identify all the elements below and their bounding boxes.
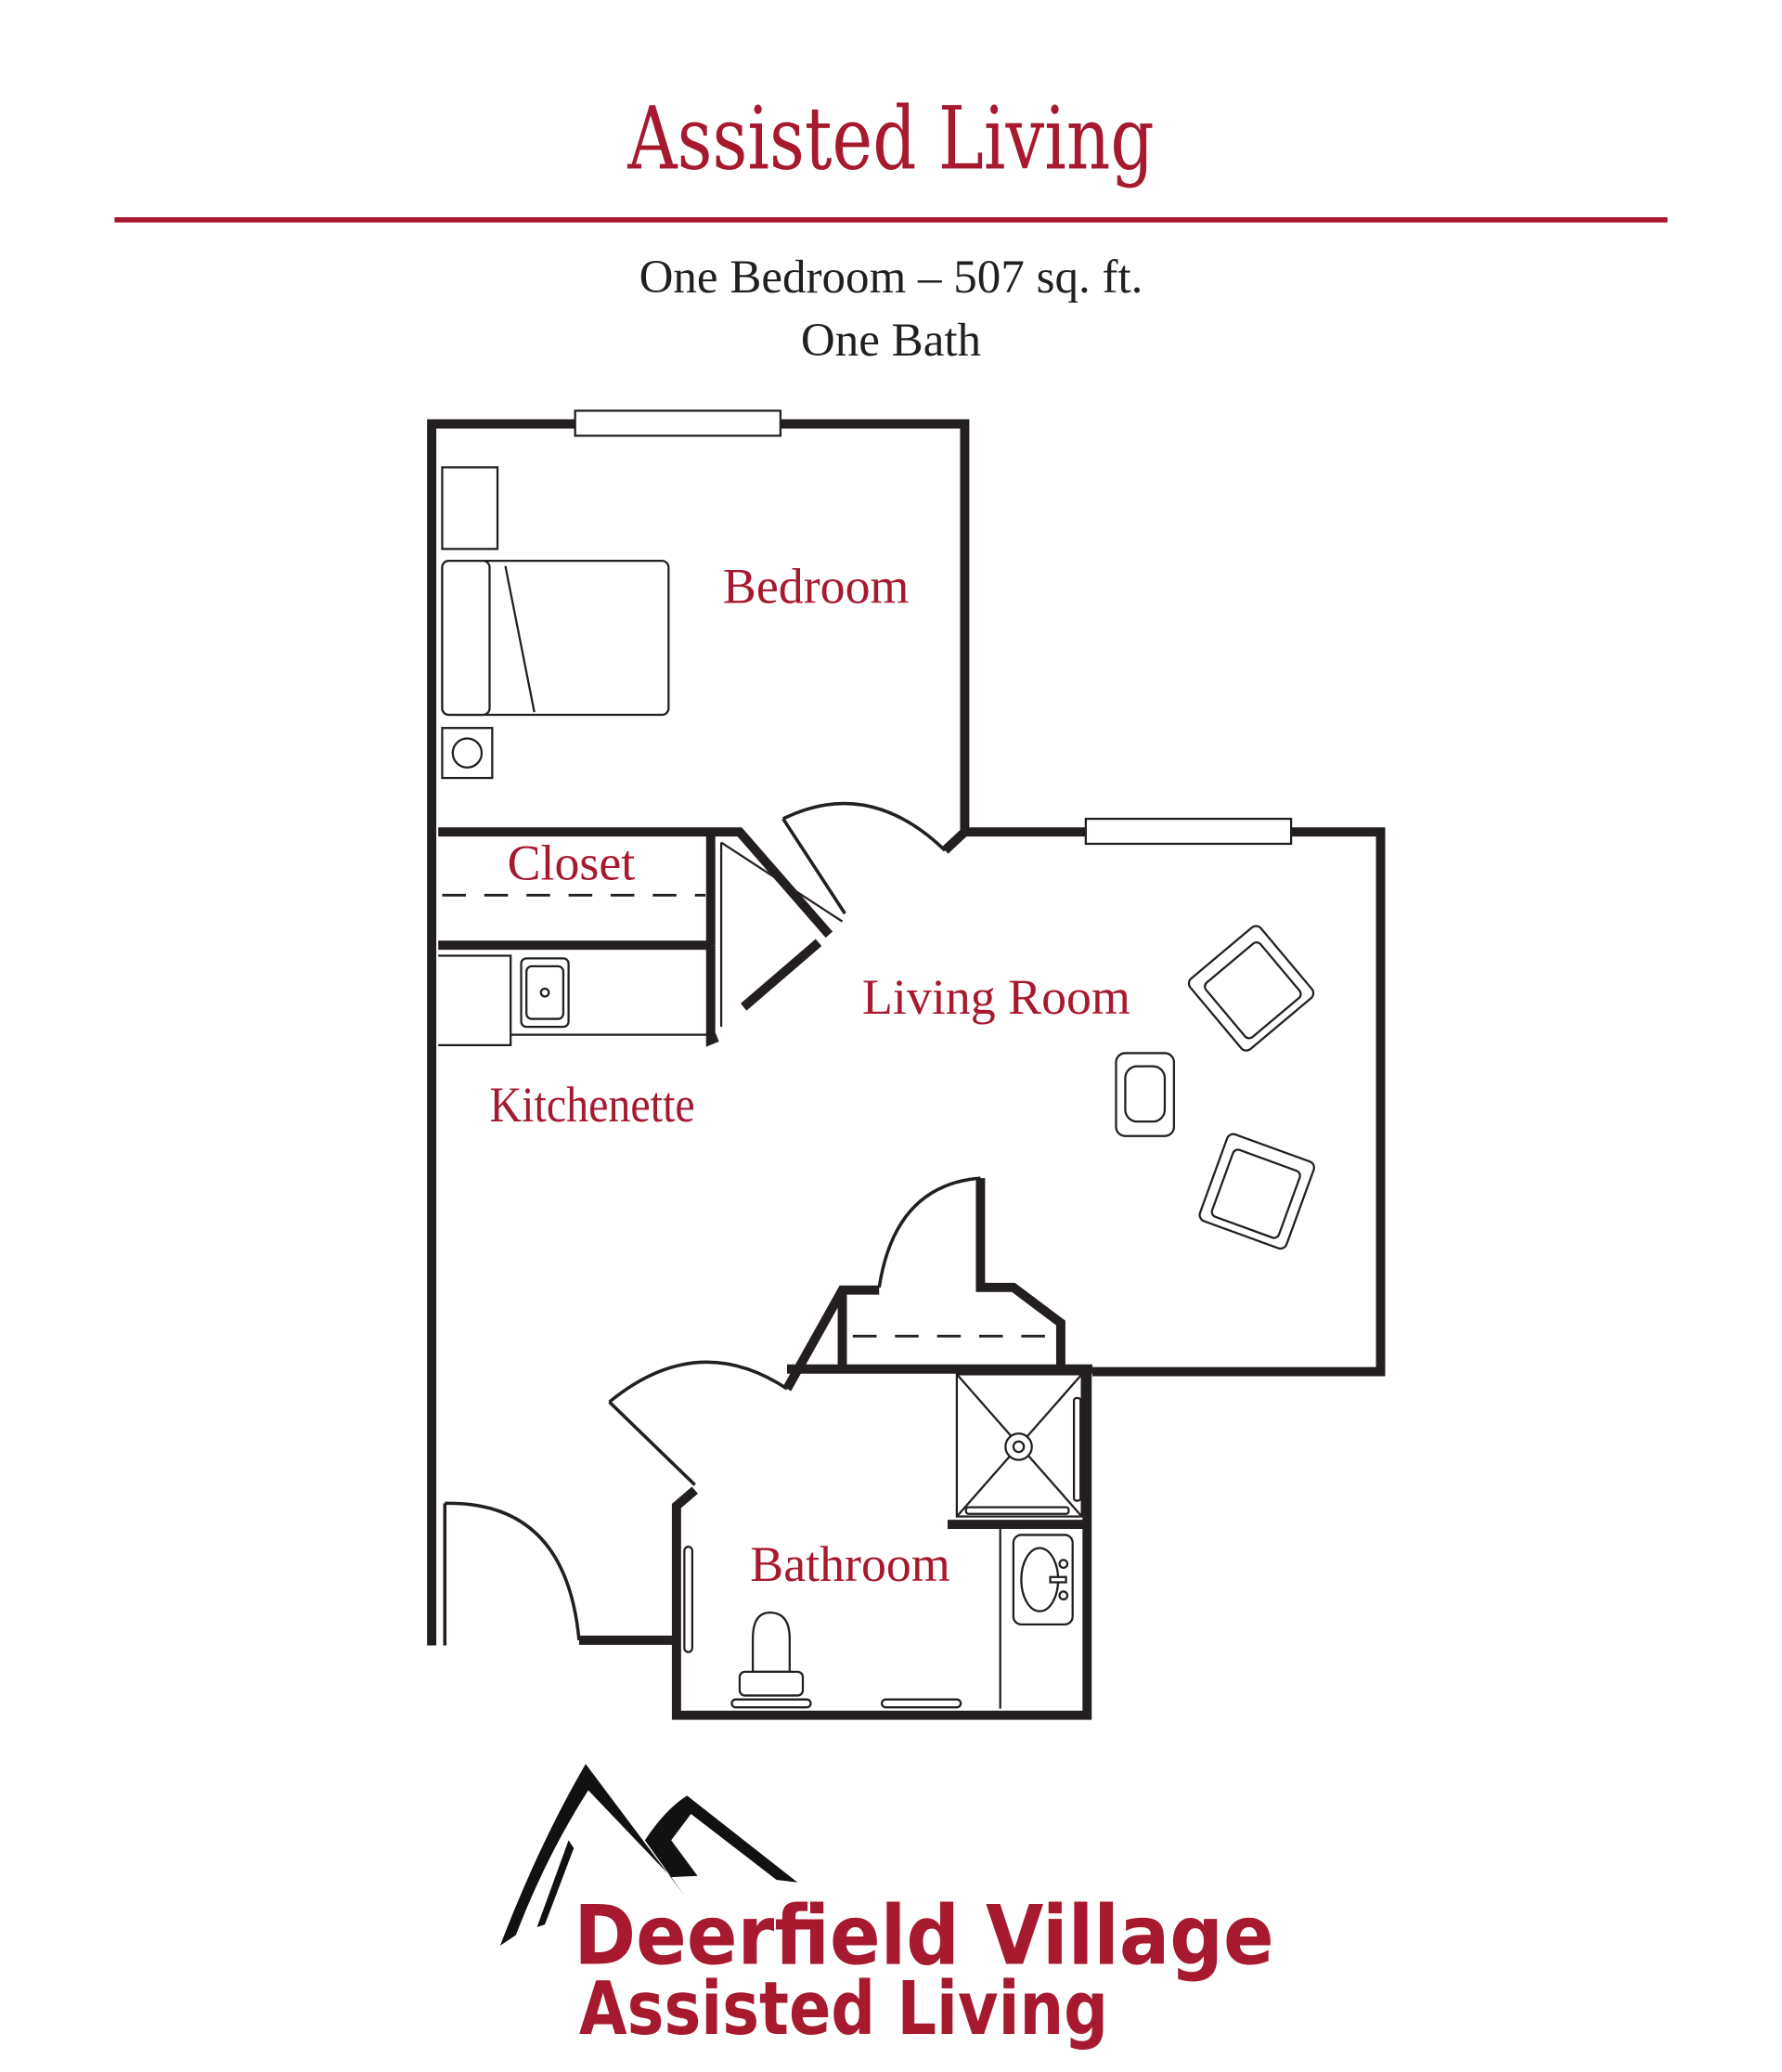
wall-hall-closet [782, 1178, 1065, 1392]
floor-plan: Bedroom Closet Kitchenette Living Room B… [427, 409, 1386, 1720]
grab-bar-left [683, 1546, 694, 1653]
label-closet: Closet [508, 835, 636, 890]
faucet-knob-2 [1058, 1590, 1069, 1601]
page-title: Assisted Living [627, 89, 1155, 190]
wall-closet-top [438, 827, 833, 939]
unit-size: One Bedroom – 507 sq. ft. [639, 252, 1143, 304]
lamp-icon [451, 737, 484, 769]
label-bedroom: Bedroom [723, 558, 910, 614]
armchair-1 [1187, 925, 1315, 1052]
mountain-logo-icon [499, 1764, 798, 1946]
armchair-2 [1198, 1133, 1315, 1250]
entry-door [443, 1501, 581, 1646]
logo: Deerfield Village Assisted Living [499, 1764, 1274, 2052]
wall-bathroom-outer [671, 1366, 1092, 1720]
wall-kitchen [705, 939, 822, 1047]
shower-drain-center [1012, 1440, 1026, 1454]
kitchen-counter [438, 954, 711, 1047]
grab-bar-bottom [880, 1698, 962, 1709]
faucet-knob-1 [1058, 1559, 1069, 1570]
bedroom-door [781, 801, 947, 915]
title-divider [114, 216, 1668, 223]
toilet-bowl [751, 1611, 791, 1674]
side-table-top [1124, 1065, 1167, 1123]
logo-line-2: Assisted Living [579, 1965, 1108, 2052]
label-bathroom: Bathroom [750, 1536, 950, 1592]
kitchen-drain-icon [539, 987, 550, 998]
faucet-icon [1049, 1575, 1067, 1584]
dresser [441, 466, 499, 550]
toilet-tank [738, 1670, 805, 1697]
closet-door-frame [719, 841, 844, 1028]
bathroom-door [608, 1360, 788, 1486]
label-kitchenette: Kitchenette [490, 1077, 695, 1133]
bath-count: One Bath [801, 315, 981, 367]
wall-bedroom-outer [427, 419, 970, 1646]
window-bedroom [574, 409, 782, 437]
grab-bar-toilet [730, 1698, 812, 1709]
mountain-logo-stripe [536, 1840, 575, 1927]
grab-bar-shower [1072, 1396, 1082, 1502]
wall-closet [438, 832, 716, 951]
shower-bench [964, 1506, 1070, 1515]
hall-closet-door [877, 1176, 981, 1289]
logo-line-1: Deerfield Village [574, 1888, 1273, 1984]
bed-pillow [441, 559, 491, 717]
bed-sheet-fold [504, 565, 536, 713]
window-living [1084, 817, 1293, 846]
label-living-room: Living Room [862, 969, 1130, 1025]
